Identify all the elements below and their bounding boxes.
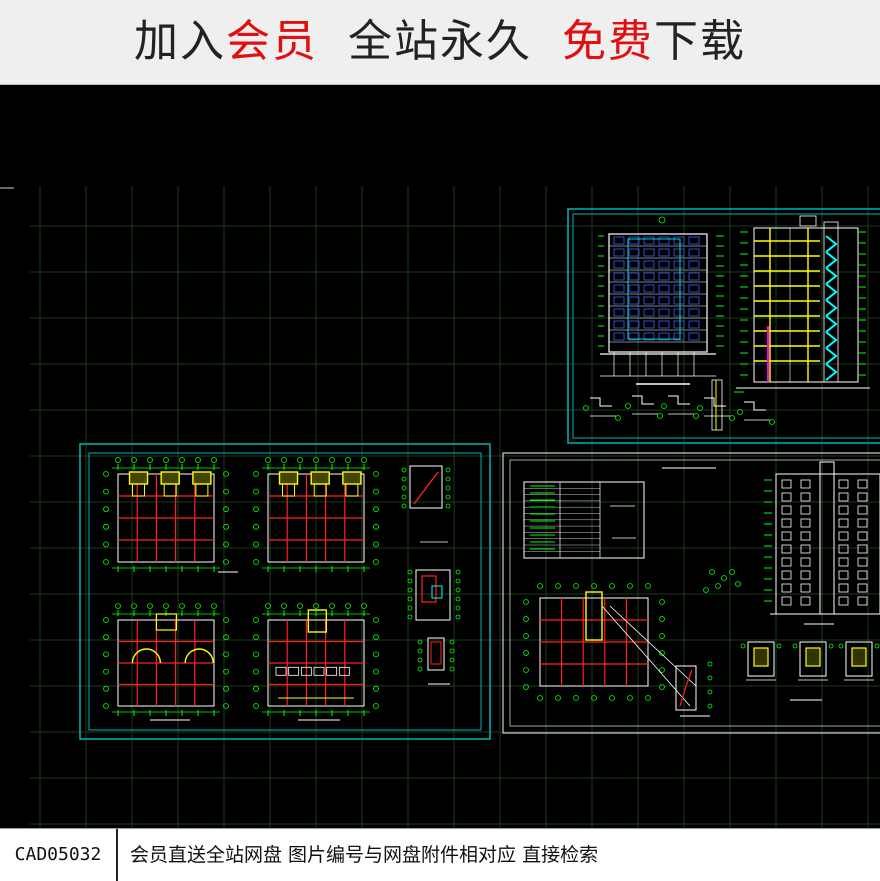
promo-text-join: 加入 [134, 0, 226, 84]
cad-drawing-canvas [0, 86, 880, 828]
promo-text-member: 会员 [226, 0, 318, 84]
floor-plan-sheet [80, 444, 490, 739]
promo-banner: 加入会员全站永久免费下载 [0, 0, 880, 85]
promo-text-sitewide: 全站永久 [348, 0, 532, 84]
promo-headline: 加入会员全站永久免费下载 [0, 0, 880, 84]
promo-text-free: 免费 [562, 0, 654, 84]
cad-drawing-svg [0, 86, 880, 828]
floor-plan-sheet-frame [80, 444, 490, 739]
floor-plans [104, 458, 379, 721]
background-grid [30, 186, 880, 828]
section-drawing [736, 216, 870, 388]
drawing-code: CAD05032 [0, 829, 118, 881]
detail-sheet-frame [503, 453, 880, 733]
promo-text-download: 下载 [654, 0, 746, 84]
footer-bar: CAD05032 会员直送全站网盘 图片编号与网盘附件相对应 直接检索 [0, 828, 880, 881]
detail-sheet [503, 453, 880, 733]
detail-sheet-content [524, 462, 880, 716]
floor-plan-details [402, 466, 460, 684]
elevation-sheet [568, 209, 880, 443]
footer-description: 会员直送全站网盘 图片编号与网盘附件相对应 直接检索 [130, 829, 598, 881]
front-elevation-drawing [598, 217, 724, 384]
